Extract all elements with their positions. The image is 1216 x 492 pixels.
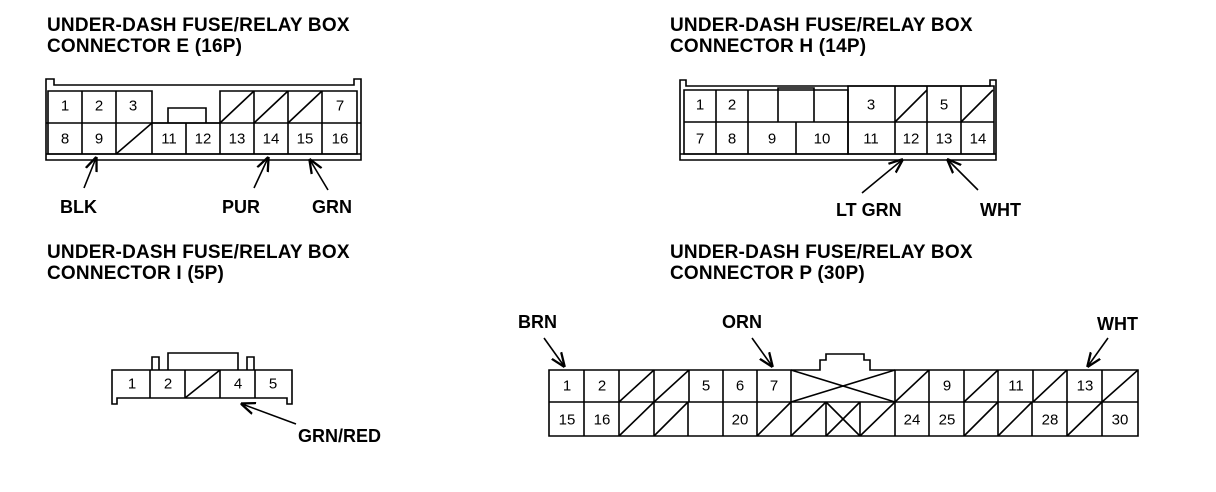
pin-p-2: 2: [598, 378, 606, 395]
pin-h-12: 12: [903, 131, 920, 148]
connector-h-title: UNDER-DASH FUSE/RELAY BOX CONNECTOR H (1…: [670, 15, 973, 57]
pin-h-14: 14: [970, 131, 987, 148]
pin-e-13: 13: [229, 131, 246, 148]
pin-p-1: 1: [563, 378, 571, 395]
connector-i-title-line2: CONNECTOR I (5P): [47, 263, 225, 284]
connector-i-title: UNDER-DASH FUSE/RELAY BOX CONNECTOR I (5…: [47, 242, 350, 284]
connector-h-housing: [679, 79, 997, 161]
pin-e-16: 16: [332, 131, 349, 148]
pin-h-2: 2: [728, 97, 736, 114]
connector-e-housing: [45, 78, 362, 161]
wire-label-e-grn: GRN: [312, 197, 352, 217]
connector-p-title-line2: CONNECTOR P (30P): [670, 263, 865, 284]
wire-label-e-pur: PUR: [222, 197, 260, 217]
arrow-e-pur: [253, 158, 268, 189]
pin-p-25: 25: [939, 412, 956, 429]
pin-e-14: 14: [263, 131, 280, 148]
pin-e-11: 11: [161, 131, 177, 148]
arrow-p-brn: [543, 337, 564, 366]
wire-label-h-wht: WHT: [980, 200, 1021, 220]
pin-p-9: 9: [943, 378, 951, 395]
pin-h-9: 9: [768, 131, 776, 148]
connector-p-housing: [548, 353, 1139, 437]
pin-e-12: 12: [195, 131, 212, 148]
pin-h-13: 13: [936, 131, 953, 148]
connector-i-housing: [111, 352, 293, 405]
pin-h-3: 3: [867, 97, 875, 114]
pin-p-15: 15: [559, 412, 576, 429]
pin-e-8: 8: [61, 131, 69, 148]
wire-label-p-orn: ORN: [722, 312, 762, 332]
wire-label-e-blk: BLK: [60, 197, 97, 217]
pin-h-10: 10: [814, 131, 831, 148]
pin-i-1: 1: [128, 376, 136, 393]
pin-p-13: 13: [1077, 378, 1094, 395]
pin-e-7: 7: [336, 98, 344, 115]
pin-h-1: 1: [696, 97, 704, 114]
wire-label-p-wht: WHT: [1097, 314, 1138, 334]
pin-h-7: 7: [696, 131, 704, 148]
wire-label-i-grnred: GRN/RED: [298, 426, 381, 446]
connector-e-title-line1: UNDER-DASH FUSE/RELAY BOX: [47, 15, 350, 36]
pin-p-5: 5: [702, 378, 710, 395]
pin-i-4: 4: [234, 376, 242, 393]
pin-p-28: 28: [1042, 412, 1059, 429]
arrow-i-grnred: [242, 404, 297, 425]
arrow-h-ltgrn: [861, 160, 902, 194]
pin-p-6: 6: [736, 378, 744, 395]
connector-e-title-line2: CONNECTOR E (16P): [47, 36, 243, 57]
pin-e-3: 3: [129, 98, 137, 115]
connector-h-title-line1: UNDER-DASH FUSE/RELAY BOX: [670, 15, 973, 36]
pin-p-11: 11: [1008, 378, 1024, 395]
pin-p-20: 20: [732, 412, 749, 429]
pin-h-5: 5: [940, 97, 948, 114]
pin-p-7: 7: [770, 378, 778, 395]
wire-label-p-brn: BRN: [518, 312, 557, 332]
connector-h-title-line2: CONNECTOR H (14P): [670, 36, 867, 57]
connector-i-title-line1: UNDER-DASH FUSE/RELAY BOX: [47, 242, 350, 263]
connector-p-title: UNDER-DASH FUSE/RELAY BOX CONNECTOR P (3…: [670, 242, 973, 284]
pin-i-5: 5: [269, 376, 277, 393]
arrow-h-wht: [948, 160, 979, 191]
connector-e-title: UNDER-DASH FUSE/RELAY BOX CONNECTOR E (1…: [47, 15, 350, 57]
arrow-e-blk: [83, 158, 96, 189]
wire-label-h-ltgrn: LT GRN: [836, 200, 902, 220]
pin-p-24: 24: [904, 412, 921, 429]
pin-p-16: 16: [594, 412, 611, 429]
pin-h-11: 11: [863, 131, 879, 148]
pin-e-9: 9: [95, 131, 103, 148]
arrow-p-orn: [751, 337, 772, 366]
arrow-e-grn: [310, 160, 329, 191]
pin-p-30: 30: [1112, 412, 1129, 429]
pin-e-1: 1: [61, 98, 69, 115]
pin-e-2: 2: [95, 98, 103, 115]
pin-i-2: 2: [164, 376, 172, 393]
connector-p-title-line1: UNDER-DASH FUSE/RELAY BOX: [670, 242, 973, 263]
arrow-p-wht: [1088, 337, 1109, 366]
pin-h-8: 8: [728, 131, 736, 148]
pin-e-15: 15: [297, 131, 314, 148]
